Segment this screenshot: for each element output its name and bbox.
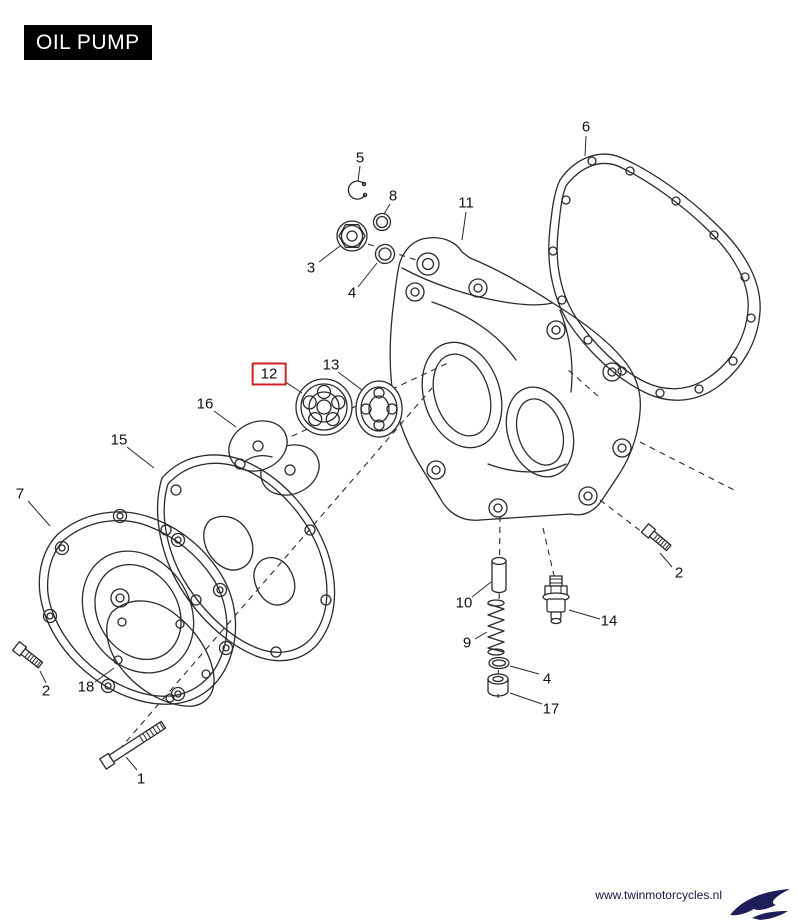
leader-lines — [27, 135, 673, 771]
part-8-oring — [372, 212, 392, 232]
part-9-spring — [487, 599, 505, 656]
part-17-plug — [487, 673, 509, 697]
part-10-pin — [491, 556, 507, 594]
callout-1[interactable]: 1 — [136, 770, 146, 788]
part-2-bolt-right — [640, 523, 672, 552]
callout-18[interactable]: 18 — [77, 678, 95, 696]
callout-3[interactable]: 3 — [306, 259, 316, 277]
callout-2[interactable]: 2 — [41, 682, 51, 700]
part-11-pump-body — [389, 237, 642, 521]
twinmotorcycles-wing-logo — [730, 889, 790, 920]
part-4-oring-bottom — [488, 656, 510, 670]
part-1-bolt — [99, 720, 167, 770]
part-12-gerotor — [295, 378, 353, 436]
callout-6[interactable]: 6 — [581, 118, 591, 136]
part-3-fitting — [336, 220, 368, 252]
callout-5[interactable]: 5 — [355, 149, 365, 167]
callout-9[interactable]: 9 — [462, 634, 472, 652]
website-link[interactable]: www.twinmotorcycles.nl — [595, 888, 722, 902]
callout-15[interactable]: 15 — [110, 431, 128, 449]
part-18-inner-plate — [106, 600, 215, 707]
part-7-outer-cover — [38, 508, 237, 705]
callout-10[interactable]: 10 — [455, 594, 473, 612]
diagram-title: OIL PUMP — [24, 25, 152, 60]
callout-12[interactable]: 12 — [251, 362, 287, 386]
callout-14[interactable]: 14 — [600, 612, 618, 630]
part-6-gasket — [548, 153, 761, 401]
part-4-oring-top — [374, 243, 396, 265]
callout-4[interactable]: 4 — [542, 670, 552, 688]
callout-11[interactable]: 11 — [458, 194, 474, 212]
part-2-bolt-left — [11, 641, 44, 669]
callout-13[interactable]: 13 — [322, 356, 340, 374]
callout-16[interactable]: 16 — [196, 395, 214, 413]
part-14-pressure-switch — [542, 575, 570, 625]
callout-7[interactable]: 7 — [15, 485, 25, 503]
axis-lines — [111, 243, 739, 759]
callout-8[interactable]: 8 — [388, 187, 398, 205]
callout-2[interactable]: 2 — [674, 564, 684, 582]
callout-4[interactable]: 4 — [347, 284, 357, 302]
part-5-retaining-clip — [347, 180, 368, 200]
part-15-gasket-plate — [156, 454, 336, 662]
part-13-gerotor — [355, 380, 403, 438]
part-16-seal-plates — [228, 420, 320, 496]
callout-17[interactable]: 17 — [542, 700, 560, 718]
